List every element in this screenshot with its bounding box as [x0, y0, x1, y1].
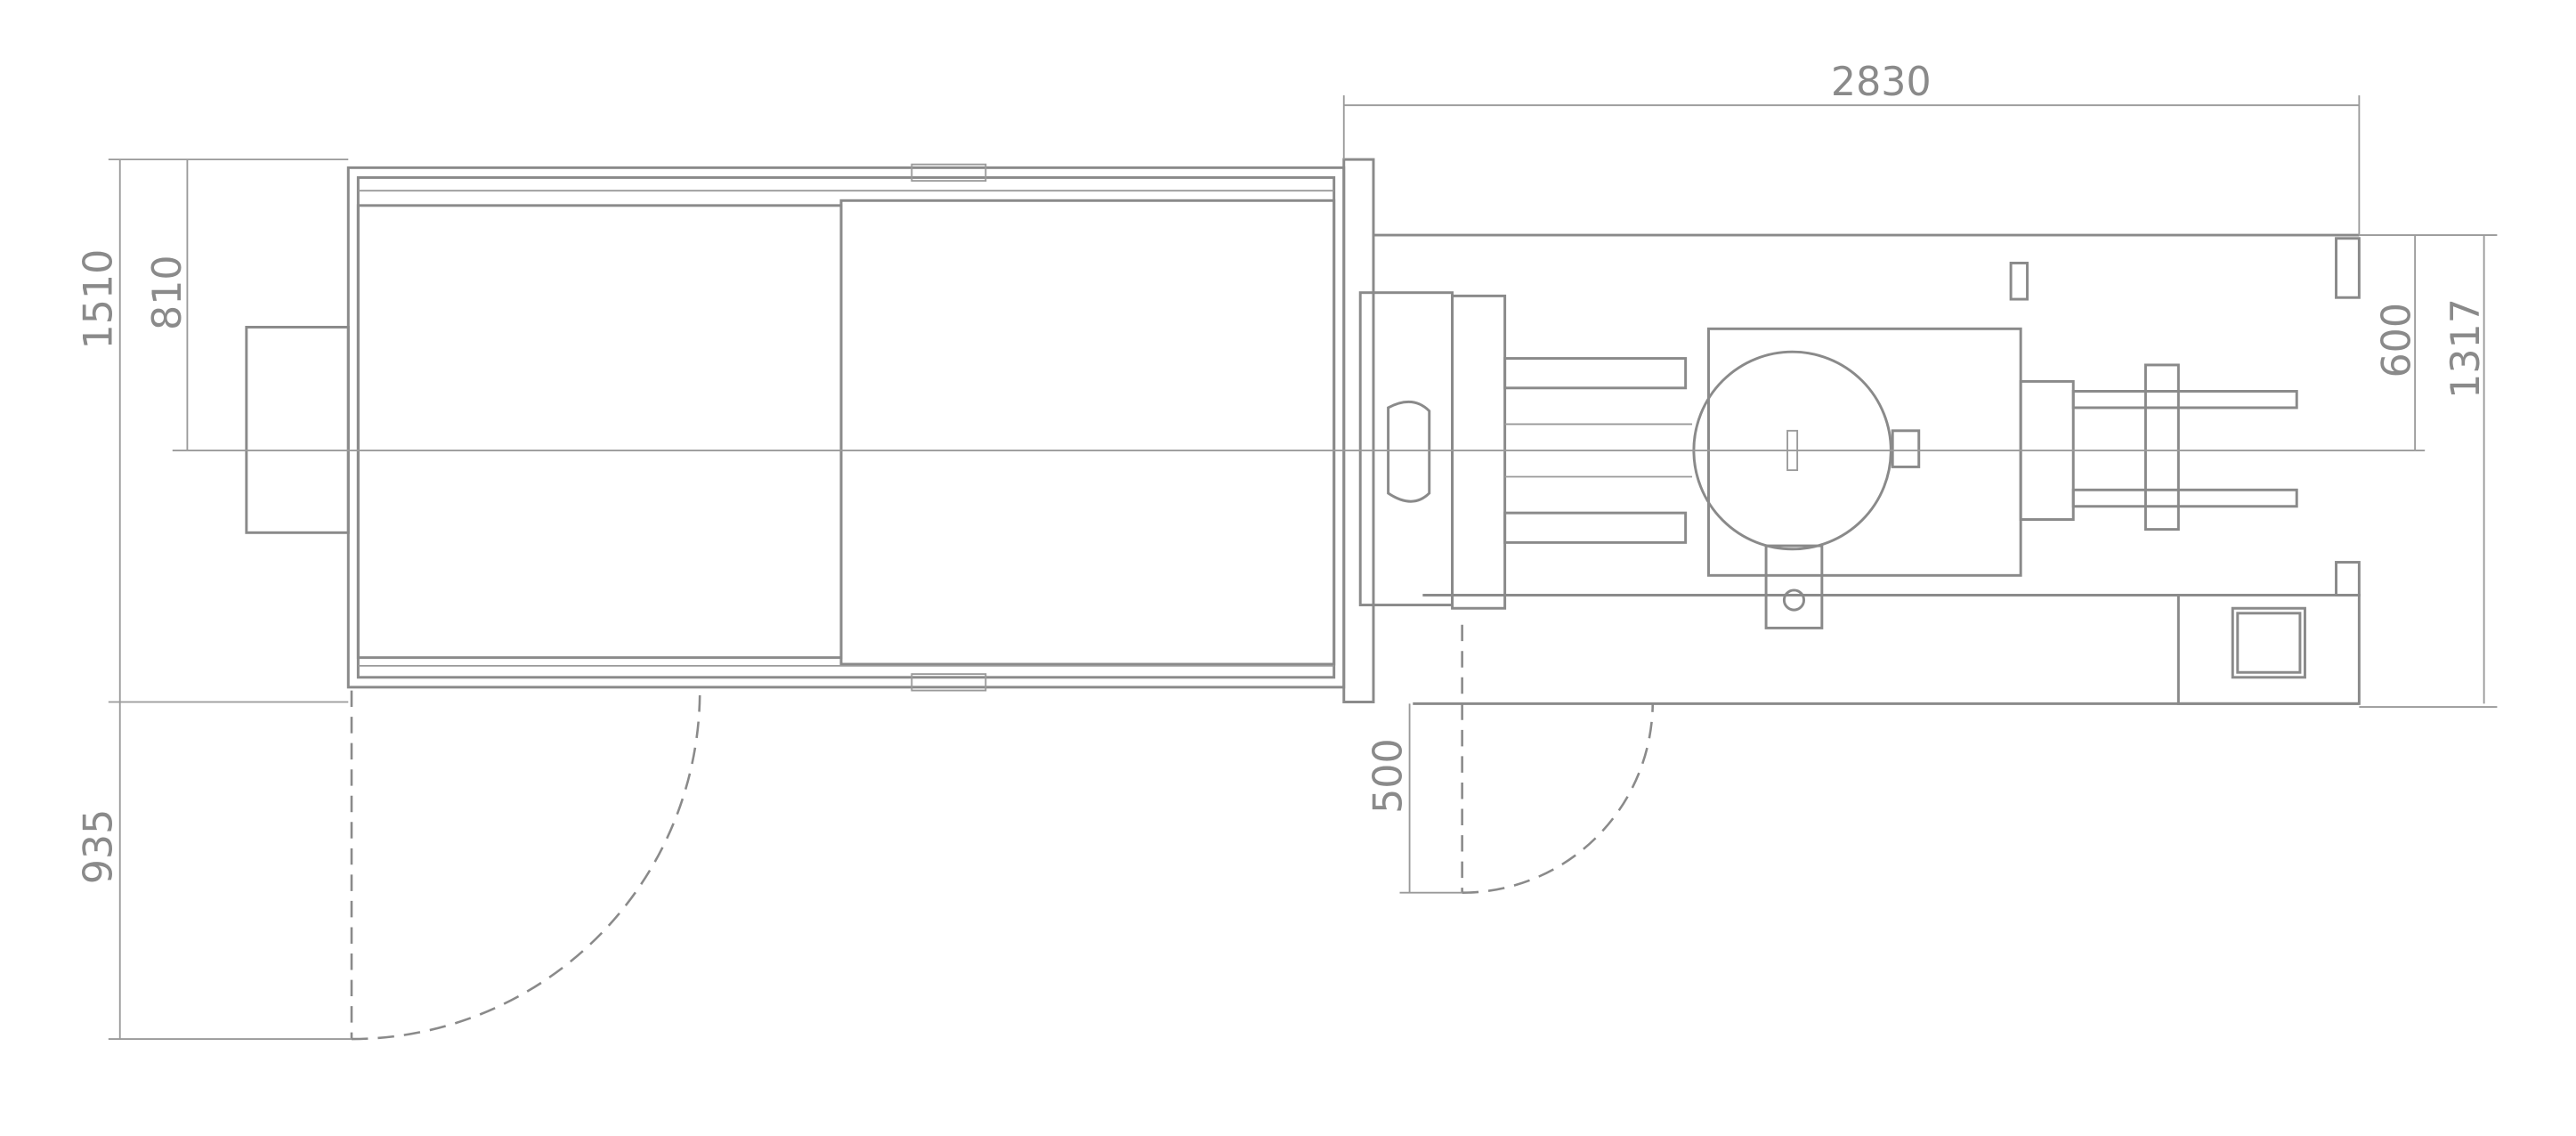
dim-1510: 1510: [77, 249, 122, 350]
dim-600: 600: [2375, 303, 2420, 378]
dim-935: 935: [77, 809, 122, 885]
right-machine: [1358, 233, 2361, 705]
dim-810: 810: [145, 255, 190, 330]
left-door-swing: [350, 690, 701, 1041]
left-enclosure: [245, 158, 1375, 703]
dim-500: 500: [1365, 738, 1411, 814]
dim-2830: 2830: [1831, 60, 1932, 105]
dimension-lines: [108, 95, 2498, 1040]
dim-1317: 1317: [2443, 298, 2489, 399]
right-door-swing: [1461, 624, 1655, 894]
